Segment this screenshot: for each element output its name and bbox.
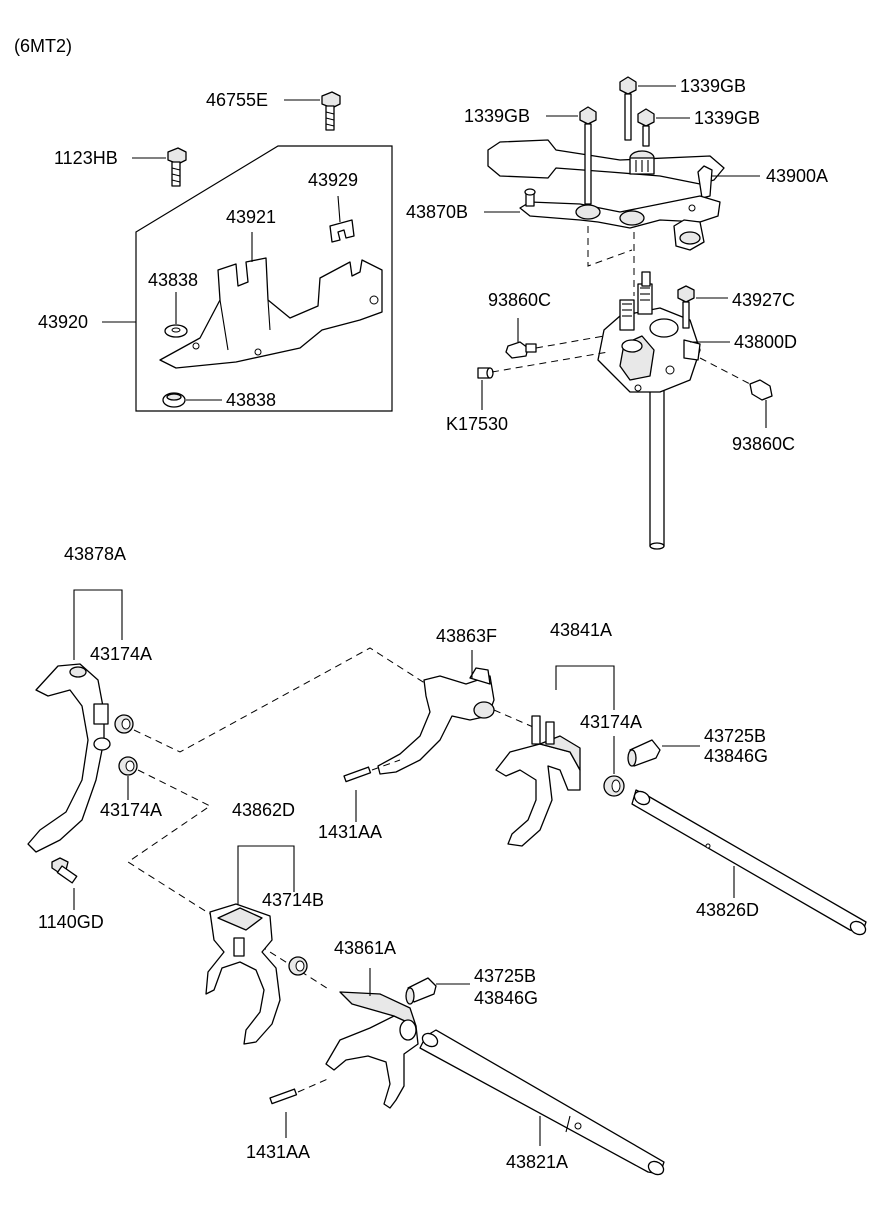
label-1339gb-left: 1339GB	[464, 106, 531, 126]
label-46755e: 46755E	[206, 90, 269, 110]
switch-93860c-right	[749, 379, 773, 401]
clip-43929	[329, 219, 355, 243]
ring-43174a-lower	[118, 756, 138, 776]
nut-1339gb-right	[637, 108, 655, 147]
ring-43714b	[288, 956, 308, 976]
fork-43863f	[377, 667, 495, 775]
switch-93860c-left	[505, 341, 537, 359]
label-43861a: 43861A	[334, 938, 397, 958]
label-43862d: 43862D	[232, 800, 296, 820]
label-43921: 43921	[226, 207, 277, 227]
bracket-43921	[159, 257, 383, 369]
bolt-1123hb	[167, 147, 187, 187]
rail-43821a	[419, 1029, 665, 1176]
label-43878a: 43878A	[64, 544, 127, 564]
ring-43174a-right	[603, 775, 625, 797]
pin-1431aa-lower	[269, 1088, 298, 1105]
label-43841a: 43841A	[550, 620, 613, 640]
label-43725b-upper: 43725B	[704, 726, 767, 746]
label-93860c-right: 93860C	[732, 434, 796, 454]
guide-lever-housing	[587, 226, 633, 267]
label-43846g-upper: 43846G	[704, 746, 769, 766]
label-1339gb-right: 1339GB	[694, 108, 761, 128]
detent-43725b-lower	[405, 977, 437, 1005]
label-43174a-right: 43174A	[580, 712, 643, 732]
label-43800d: 43800D	[734, 332, 798, 352]
leader-43929	[337, 195, 341, 223]
label-43927c: 43927C	[732, 290, 796, 310]
bracket-group-box	[135, 145, 393, 412]
label-1431aa-upper: 1431AA	[318, 822, 383, 842]
fork-43861a	[325, 991, 419, 1109]
nut-1339gb-top	[619, 76, 637, 141]
nut-1339gb-left	[579, 106, 597, 205]
label-43929: 43929	[308, 170, 359, 190]
label-43174a-bottom: 43174A	[100, 800, 163, 820]
variant-label: (6MT2)	[14, 36, 72, 56]
bolt-43927c	[677, 285, 695, 329]
guide-1431aa-lower	[297, 1077, 331, 1093]
bracket-43862d	[237, 845, 295, 910]
label-1123hb: 1123HB	[54, 148, 118, 168]
label-1339gb-top: 1339GB	[680, 76, 747, 96]
label-43838-lower: 43838	[226, 390, 277, 410]
bolt-1140gd	[51, 857, 78, 884]
label-43863f: 43863F	[436, 626, 498, 646]
label-43725b-lower: 43725B	[474, 966, 537, 986]
ring-43174a-upper	[114, 714, 134, 734]
label-43174a-top: 43174A	[90, 644, 153, 664]
fork-43841a	[495, 715, 581, 847]
label-43900a: 43900A	[766, 166, 829, 186]
housing-43800d	[597, 271, 701, 550]
label-43838-upper: 43838	[148, 270, 199, 290]
label-k17530: K17530	[446, 414, 509, 434]
bracket-43878a	[73, 589, 123, 660]
label-43920: 43920	[38, 312, 89, 332]
guide-lower-rail	[127, 769, 331, 991]
pin-1431aa-upper	[343, 766, 372, 783]
label-93860c-left: 93860C	[488, 290, 552, 310]
bracket-43841a	[555, 665, 615, 710]
pin-k17530	[477, 367, 494, 379]
guide-93860c-left	[535, 335, 605, 349]
label-43714b: 43714B	[262, 890, 325, 910]
fork-43878a	[27, 663, 111, 853]
bolt-46755e	[321, 91, 341, 131]
nut-43838-lower	[162, 392, 186, 408]
guide-1431aa-upper	[371, 759, 401, 771]
guide-k17530	[491, 351, 609, 373]
nut-43838-upper	[164, 324, 188, 338]
label-1140gd: 1140GD	[38, 912, 104, 932]
rail-43826d	[631, 789, 867, 936]
lever-43900a	[487, 139, 725, 199]
guide-upper-rail	[133, 647, 471, 753]
label-43821a: 43821A	[506, 1152, 569, 1172]
lever-43870b	[519, 188, 721, 251]
label-43826d: 43826D	[696, 900, 760, 920]
label-1431aa-lower: 1431AA	[246, 1142, 311, 1162]
label-43870b: 43870B	[406, 202, 469, 222]
label-43846g-lower: 43846G	[474, 988, 539, 1008]
fork-43862d	[205, 903, 281, 1045]
detent-43725b-upper	[627, 739, 661, 767]
guide-93860c-right	[699, 357, 751, 385]
